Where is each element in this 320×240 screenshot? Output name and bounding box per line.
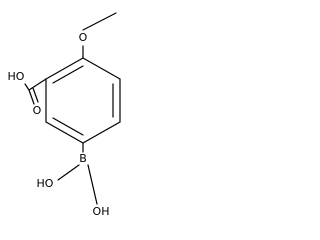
carboxyl-c-o-bond-a xyxy=(28,89,35,105)
ring-bond-6 xyxy=(45,57,84,80)
ring-bond-3 xyxy=(82,121,121,144)
b-oh-left-bond xyxy=(57,164,80,181)
atom-label-boron-oh-bottom: OH xyxy=(93,205,110,218)
ring-bond-4 xyxy=(45,121,84,144)
carboxyl-c-o-bond-b xyxy=(32,87,39,103)
bond-lines xyxy=(24,12,121,205)
atom-label-carboxyl-oh: HO xyxy=(8,70,25,83)
chemical-structure: HO O O B HO OH xyxy=(8,12,121,218)
atom-label-boron-oh-left: HO xyxy=(37,177,54,190)
carboxyl-c-oh-bond xyxy=(24,83,30,91)
methoxy-o-ch3-bond xyxy=(82,12,117,31)
atom-label-boron: B xyxy=(79,152,87,165)
b-oh-bottom-bond xyxy=(87,164,98,205)
carboxyl-c-c-bond xyxy=(28,78,47,91)
ring-bond-1 xyxy=(82,57,121,80)
atom-label-carbonyl-o: O xyxy=(33,104,42,117)
ring-double-inner-3 xyxy=(52,65,84,84)
atom-label-methoxy-o: O xyxy=(79,31,88,44)
ring-double-inner-2 xyxy=(52,117,84,136)
